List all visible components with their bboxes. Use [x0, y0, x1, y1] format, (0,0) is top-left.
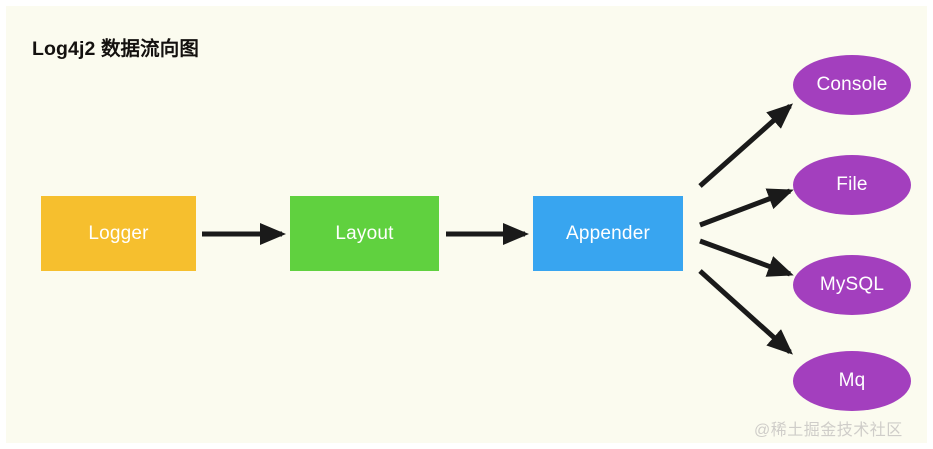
- node-appender[interactable]: Appender: [533, 196, 683, 271]
- diagram-canvas: Log4j2 数据流向图 Logger Layout Appender Consol…: [6, 6, 927, 443]
- arrow-appender-to-mysql: [699, 238, 794, 277]
- node-console[interactable]: Console: [793, 55, 911, 115]
- node-file[interactable]: File: [793, 155, 911, 215]
- arrow-layer: [202, 103, 794, 355]
- arrow-appender-to-console: [698, 103, 793, 188]
- watermark-text: @稀土掘金技术社区: [754, 422, 903, 439]
- arrow-appender-to-file: [699, 188, 794, 228]
- node-layout[interactable]: Layout: [290, 196, 439, 271]
- flow-arrows: [202, 103, 794, 355]
- page-title: Log4j2 数据流向图: [32, 38, 199, 60]
- node-mysql[interactable]: MySQL: [793, 255, 911, 315]
- node-mq[interactable]: Mq: [793, 351, 911, 411]
- arrow-appender-to-mq: [698, 269, 793, 355]
- node-logger[interactable]: Logger: [41, 196, 196, 271]
